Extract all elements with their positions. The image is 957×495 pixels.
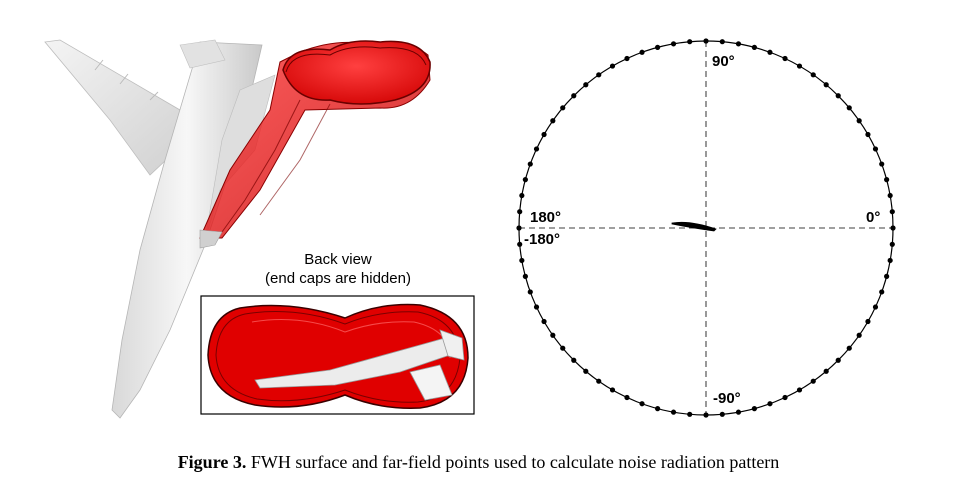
far-field-point	[533, 304, 540, 310]
far-field-point	[889, 241, 895, 247]
back-view-inset	[200, 295, 475, 415]
far-field-point	[735, 41, 742, 47]
far-field-point	[865, 318, 871, 325]
far-field-point	[835, 93, 841, 99]
far-field-point	[872, 304, 879, 310]
inset-label: Back view (end caps are hidden)	[238, 250, 438, 288]
far-field-point	[884, 177, 890, 183]
far-field-point	[541, 318, 547, 325]
center-airfoil	[671, 221, 717, 232]
far-field-point	[856, 118, 862, 124]
inset-title: Back view	[304, 251, 372, 268]
inset-subtitle: (end caps are hidden)	[265, 270, 411, 287]
far-field-point	[823, 368, 829, 374]
fwh-end-cap	[282, 40, 431, 105]
far-field-point	[889, 209, 895, 215]
far-field-point	[719, 411, 725, 417]
far-field-point	[596, 378, 602, 384]
far-field-points	[516, 38, 896, 418]
far-field-point	[719, 39, 725, 45]
figure-caption: Figure 3. FWH surface and far-field poin…	[0, 452, 957, 473]
far-field-point	[624, 55, 630, 62]
far-field-point	[527, 289, 533, 295]
far-field-point	[550, 118, 556, 124]
far-field-point	[596, 72, 602, 78]
far-field-point	[560, 345, 566, 351]
far-field-point	[522, 177, 528, 183]
far-field-point	[782, 55, 788, 62]
far-field-point	[879, 289, 885, 295]
far-field-point	[782, 394, 788, 401]
caption-label: Figure 3.	[177, 452, 247, 472]
far-field-point	[767, 401, 773, 407]
aircraft-view	[44, 39, 431, 419]
far-field-point	[687, 411, 693, 417]
caption-text: FWH surface and far-field points used to…	[250, 452, 780, 472]
far-field-point	[522, 273, 528, 279]
far-field-point	[583, 82, 589, 88]
far-field-point	[865, 131, 871, 138]
far-field-point	[655, 406, 661, 412]
angle-label-0: 0°	[866, 209, 880, 226]
far-field-point	[655, 44, 661, 50]
far-field-point	[571, 93, 577, 99]
far-field-point	[846, 345, 852, 351]
far-field-point	[571, 357, 577, 363]
far-field-point	[810, 72, 816, 78]
far-field-point	[751, 406, 758, 412]
angle-label-180: 180°	[530, 209, 561, 226]
far-field-point	[703, 412, 709, 418]
far-field-point	[517, 209, 523, 215]
far-field-point	[670, 41, 677, 47]
far-field-point	[519, 192, 525, 199]
far-field-point	[639, 401, 645, 407]
far-field-point	[609, 63, 616, 69]
far-field-point	[687, 39, 693, 45]
far-field-point	[560, 105, 566, 111]
far-field-point	[810, 378, 816, 384]
far-field-point	[890, 225, 896, 231]
far-field-point	[846, 105, 852, 111]
far-field-point	[835, 357, 841, 363]
far-field-point	[527, 161, 533, 167]
far-field-point	[887, 192, 893, 199]
far-field-point	[517, 241, 523, 247]
far-field-point	[624, 394, 630, 401]
far-field-point	[519, 257, 525, 264]
far-field-point	[796, 387, 803, 393]
angle-label-90: 90°	[712, 53, 735, 70]
far-field-point	[887, 257, 893, 264]
far-field-point	[541, 131, 547, 138]
far-field-point	[751, 44, 758, 50]
far-field-point	[884, 273, 890, 279]
far-field-point	[516, 225, 522, 231]
far-field-point	[872, 146, 879, 152]
angle-label-neg90: -90°	[713, 390, 741, 407]
far-field-point	[670, 409, 677, 415]
far-field-point	[609, 387, 616, 393]
far-field-point	[767, 49, 773, 55]
far-field-point	[879, 161, 885, 167]
far-field-point	[583, 368, 589, 374]
far-field-point	[550, 332, 556, 338]
angle-label-neg180: -180°	[524, 231, 560, 248]
far-field-point	[796, 63, 803, 69]
far-field-point	[735, 409, 742, 415]
far-field-point	[533, 146, 540, 152]
far-field-point	[823, 82, 829, 88]
far-field-point	[856, 332, 862, 338]
polar-diagram: 0° 90° 180° -180° -90°	[516, 38, 896, 418]
far-field-point	[639, 49, 645, 55]
far-field-point	[703, 38, 709, 44]
